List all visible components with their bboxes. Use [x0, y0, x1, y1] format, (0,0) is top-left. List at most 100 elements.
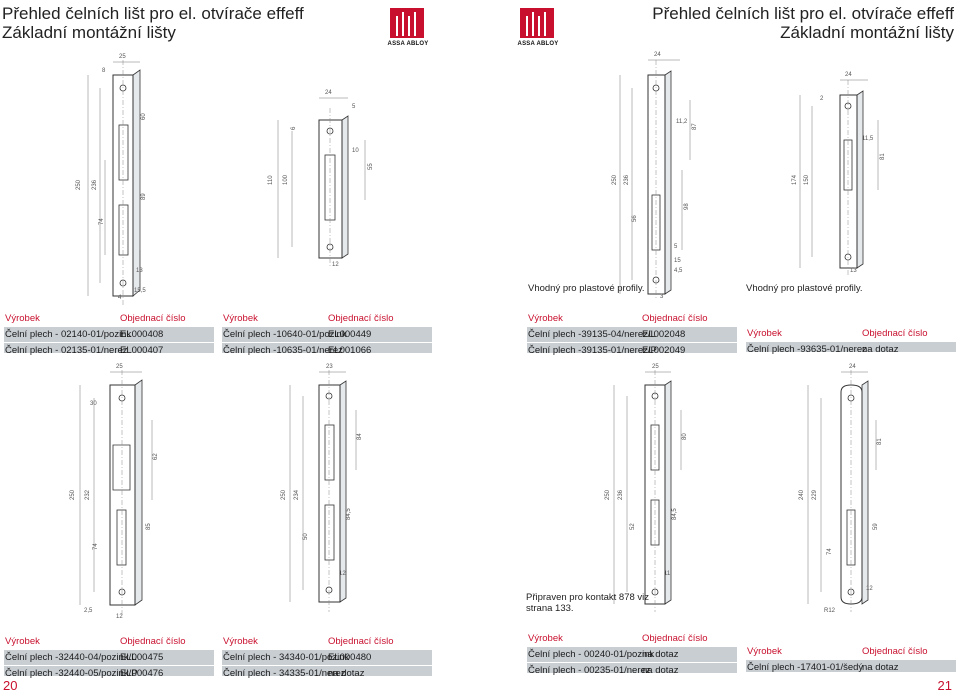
- drawing-faceplate-17401: 24 240 229 81 59 74 12 R12: [799, 364, 883, 614]
- table-row: Čelní plech -17401-01/šedý na dotaz: [746, 659, 956, 675]
- dim-label: 24: [849, 364, 856, 370]
- dim-label: 84,5: [346, 508, 352, 520]
- product-name: Čelní plech - 02140-01/pozink: [5, 329, 132, 340]
- dim-label: 59: [873, 523, 879, 530]
- header-order-number: Objednací číslo: [862, 646, 928, 657]
- dim-label: 250: [76, 179, 82, 190]
- dim-label: 4: [118, 295, 122, 301]
- order-number: na dotaz: [642, 649, 679, 660]
- order-number: na dotaz: [328, 668, 365, 679]
- product-name: Čelní plech - 00240-01/pozink: [528, 649, 655, 660]
- drawing-faceplate-10640: 24 5 110 100 10 55 6 12: [268, 90, 374, 268]
- order-number: EL000476: [120, 668, 164, 679]
- dim-label: 13: [850, 268, 857, 274]
- assa-abloy-wordmark-right: ASSA ABLOY: [517, 41, 559, 47]
- product-name: Čelní plech -93635-01/nerez: [747, 344, 867, 355]
- dim-label: 89: [141, 193, 147, 200]
- left-title-line-2: Základní montážní lišty: [2, 23, 176, 42]
- product-name: Čelní plech -39135-01/nerez/P: [528, 345, 657, 356]
- order-number: EL001066: [328, 345, 372, 356]
- table-header: Výrobek Objednací číslo: [527, 631, 737, 646]
- dim-label: 100: [283, 174, 289, 185]
- dim-label: 8: [102, 68, 106, 74]
- dim-label: 236: [618, 489, 624, 500]
- order-number: EL000480: [328, 652, 372, 663]
- product-table-3: Výrobek Objednací číslo Čelní plech -391…: [527, 311, 737, 356]
- header-order-number: Objednací číslo: [642, 313, 708, 324]
- dim-label: 81: [880, 153, 886, 160]
- table-row: Čelní plech - 00240-01/pozink na dotaz: [527, 646, 737, 662]
- dim-label: 50: [303, 533, 309, 540]
- dim-label: 250: [612, 174, 618, 185]
- dim-label: 6: [291, 126, 297, 130]
- product-name: Čelní plech - 34340-01/pozink: [223, 652, 350, 663]
- header-order-number: Objednací číslo: [642, 633, 708, 644]
- dim-label: 81: [877, 438, 883, 445]
- dim-label: 232: [85, 489, 91, 500]
- dim-label: 25: [652, 364, 659, 370]
- assa-abloy-wordmark: ASSA ABLOY: [387, 41, 429, 47]
- dim-label: 85: [146, 523, 152, 530]
- table-row: Čelní plech -10640-01/pozink EL000449: [222, 326, 432, 342]
- product-name: Čelní plech -32440-04/pozink/L: [5, 652, 137, 663]
- header-product: Výrobek: [747, 646, 782, 657]
- order-number: EL000408: [120, 329, 164, 340]
- table-row: Čelní plech -32440-04/pozink/L EL000475: [4, 649, 214, 665]
- dim-label: 84,5: [672, 508, 678, 520]
- dim-label: 60: [141, 113, 147, 120]
- dim-label: 236: [624, 174, 630, 185]
- dim-label: 56: [632, 215, 638, 222]
- dim-label: 234: [294, 489, 300, 500]
- effeff-logo-mark-right: [520, 8, 554, 38]
- table-row: Čelní plech -32440-05/pozink/P EL000476: [4, 665, 214, 681]
- order-number: EL000449: [328, 329, 372, 340]
- order-number: EL002048: [642, 329, 686, 340]
- dim-label: 24: [325, 90, 332, 96]
- order-number: EL000407: [120, 345, 164, 356]
- note-contact-line-1: Připraven pro kontakt 878 viz: [526, 592, 650, 603]
- page-number-left: 20: [3, 678, 18, 693]
- note-contact-line-2: strana 133.: [526, 603, 574, 614]
- table-row: Čelní plech - 02140-01/pozink EL000408: [4, 326, 214, 342]
- product-name: Čelní plech -32440-05/pozink/P: [5, 668, 138, 679]
- product-name: Čelní plech -17401-01/šedý: [747, 662, 864, 673]
- dim-label: 30: [90, 401, 97, 407]
- right-title-line-1: Přehled čelních lišt pro el. otvírače ef…: [652, 4, 954, 23]
- dim-label: 2,5: [84, 608, 93, 614]
- note-plastic-profiles-2: Vhodný pro plastové profily.: [746, 283, 863, 294]
- dim-label: 5: [352, 104, 356, 110]
- dim-label: 84: [357, 433, 363, 440]
- right-title-line-2: Základní montážní lišty: [780, 23, 954, 42]
- product-name: Čelní plech - 02135-01/nerez: [5, 345, 128, 356]
- dim-label: 25: [116, 364, 123, 370]
- dim-label: 229: [812, 489, 818, 500]
- table-header: Výrobek Objednací číslo: [746, 644, 956, 659]
- table-header: Výrobek Objednací číslo: [4, 634, 214, 649]
- dim-label: 2: [820, 96, 824, 102]
- order-number: EL002049: [642, 345, 686, 356]
- product-name: Čelní plech - 00235-01/nerez: [528, 665, 651, 676]
- right-page-title: Přehled čelních lišt pro el. otvírače ef…: [652, 4, 954, 42]
- dim-label: 25: [119, 54, 126, 60]
- header-product: Výrobek: [5, 636, 40, 647]
- dim-label: 52: [630, 523, 636, 530]
- left-page-title: Přehled čelních lišt pro el. otvírače ef…: [2, 4, 304, 42]
- dim-label: 24: [845, 72, 852, 78]
- product-table-5: Výrobek Objednací číslo Čelní plech -324…: [4, 634, 214, 679]
- effeff-logo-right: ASSA ABLOY: [516, 8, 560, 52]
- header-product: Výrobek: [223, 636, 258, 647]
- table-header: Výrobek Objednací číslo: [222, 311, 432, 326]
- note-plastic-profiles-1: Vhodný pro plastové profily.: [528, 283, 645, 294]
- table-row: Čelní plech - 00235-01/nerez na dotaz: [527, 662, 737, 678]
- product-name: Čelní plech -10640-01/pozink: [223, 329, 347, 340]
- product-name: Čelní plech - 34335-01/nerez: [223, 668, 346, 679]
- header-product: Výrobek: [223, 313, 258, 324]
- table-row: Čelní plech -93635-01/nerez na dotaz: [746, 341, 956, 357]
- dim-label: 15,5: [134, 288, 146, 294]
- product-name: Čelní plech -39135-04/nerez/L: [528, 329, 656, 340]
- dim-label: 11,5: [862, 136, 874, 142]
- header-order-number: Objednací číslo: [120, 636, 186, 647]
- dim-label: 150: [804, 174, 810, 185]
- drawing-faceplate-02140: 25 8 250 236 60 89 74 13 4 15,5: [76, 54, 147, 305]
- dim-label: 12: [332, 262, 339, 268]
